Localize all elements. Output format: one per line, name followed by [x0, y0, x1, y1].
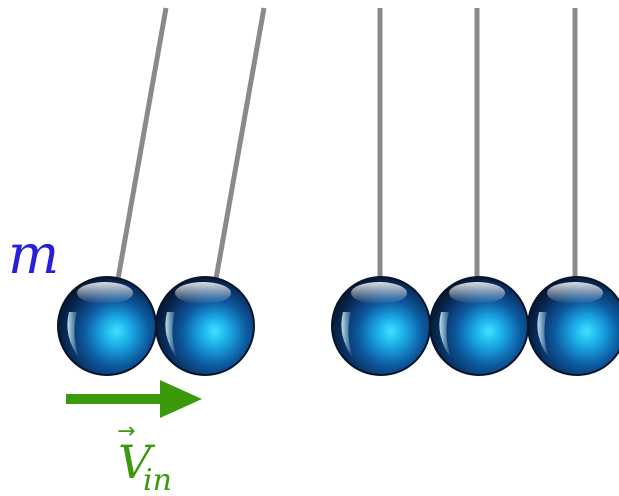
ball-2: [155, 276, 255, 376]
string-2: [213, 7, 267, 280]
ball-3: [331, 276, 431, 376]
strings: [115, 7, 578, 280]
mass-label: m: [8, 223, 59, 286]
ball-5: [527, 276, 619, 376]
ball-1: [57, 276, 157, 376]
velocity-subscript: in: [143, 463, 172, 496]
velocity-symbol: V: [118, 435, 156, 489]
velocity-arrow: [66, 380, 202, 418]
ball-4: [429, 276, 529, 376]
velocity-label: → V in: [117, 419, 172, 496]
string-1: [115, 7, 169, 280]
vector-arrow-glyph: →: [117, 419, 135, 444]
